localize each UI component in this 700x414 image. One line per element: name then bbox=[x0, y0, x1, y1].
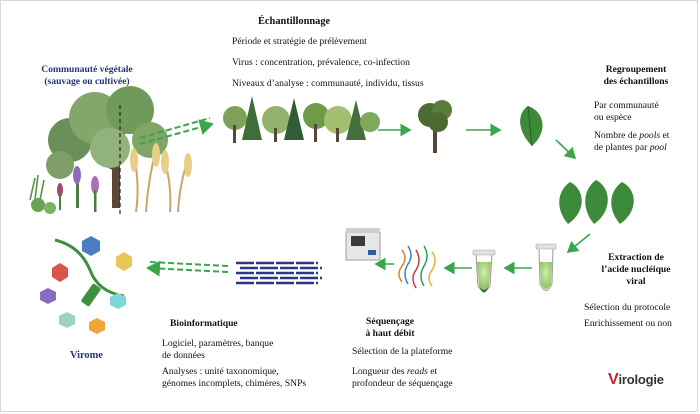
logo-letter: V bbox=[608, 371, 619, 388]
pooling-text2-line2-em: pool bbox=[649, 142, 667, 153]
single-tree-illustration bbox=[418, 100, 452, 153]
sequencing-text2: Longueur des reads et profondeur de séqu… bbox=[352, 366, 453, 390]
dashed-arrow-to-sampling bbox=[139, 117, 214, 145]
pooling-title-line2: des échantillons bbox=[603, 76, 669, 87]
bioinfo-text1-line2: de données bbox=[162, 350, 205, 361]
bioinfo-text1-line1: Logiciel, paramètres, banque bbox=[162, 338, 274, 349]
sequencing-title-line2: à haut débit bbox=[365, 328, 415, 339]
three-leaves-illustration bbox=[559, 180, 634, 224]
extraction-title-line2: l’acide nucléique bbox=[601, 264, 671, 275]
virome-illustration bbox=[40, 236, 132, 334]
extraction-text2: Enrichissement ou non bbox=[584, 318, 672, 329]
pooling-text1-line1: Par communauté bbox=[594, 100, 659, 111]
community-title-line1: Communauté végétale bbox=[41, 64, 133, 75]
pooling-text2-pre: Nombre de bbox=[594, 130, 640, 141]
sampling-line1: Période et stratégie de prélèvement bbox=[232, 36, 367, 47]
pooling-text1: Par communauté ou espèce bbox=[594, 100, 659, 124]
bioinfo-text2-line1: Analyses : unité taxonomique, bbox=[162, 366, 279, 377]
dna-reads-illustration bbox=[398, 245, 436, 289]
extraction-title: Extraction de l’acide nucléique viral bbox=[584, 252, 688, 288]
bioinfo-text1: Logiciel, paramètres, banque de données bbox=[162, 338, 273, 362]
pooling-text2-post: et bbox=[660, 130, 670, 141]
pooling-text1-line2: ou espèce bbox=[594, 112, 632, 123]
sampling-line2: Virus : concentration, prévalence, co-in… bbox=[232, 57, 410, 68]
community-title: Communauté végétale (sauvage ou cultivée… bbox=[22, 64, 152, 88]
virologie-logo: Virologie bbox=[608, 371, 664, 389]
extraction-title-line3: viral bbox=[626, 276, 646, 287]
sequencing-text2-post: et bbox=[427, 366, 438, 377]
leaf-illustration bbox=[520, 105, 543, 147]
bioinfo-title: Bioinformatique bbox=[170, 318, 238, 329]
community-title-line2: (sauvage ou cultivée) bbox=[44, 76, 130, 87]
bioinfo-text2: Analyses : unité taxonomique, génomes in… bbox=[162, 366, 306, 390]
sequencing-title-line1: Séquençage bbox=[366, 316, 414, 327]
sequencer-illustration bbox=[345, 228, 381, 261]
sequencing-text2-line2: profondeur de séquençage bbox=[352, 378, 453, 389]
pooling-title: Regroupement des échantillons bbox=[588, 64, 684, 88]
dashed-arrow-to-virome bbox=[146, 260, 229, 277]
sampling-title: Échantillonnage bbox=[258, 16, 331, 27]
logo-rest: irologie bbox=[618, 372, 664, 387]
flow-arrows bbox=[374, 123, 591, 275]
pooling-text2-line2-pre: de plantes par bbox=[594, 142, 650, 153]
sampling-line3: Niveaux d’analyse : communauté, individu… bbox=[232, 78, 424, 89]
pooling-text2: Nombre de pools et de plantes par pool bbox=[594, 130, 669, 154]
sequencing-title: Séquençage à haut débit bbox=[350, 316, 430, 340]
pooling-text2-em: pools bbox=[639, 130, 661, 141]
extraction-text1: Sélection du protocole bbox=[584, 302, 671, 313]
extraction-title-line1: Extraction de bbox=[608, 252, 664, 263]
reads-lines-illustration bbox=[236, 261, 322, 285]
sequencing-text2-pre: Longueur des bbox=[352, 366, 407, 377]
sequencing-text2-em: reads bbox=[406, 366, 428, 377]
plant-community-illustration bbox=[29, 86, 192, 215]
pooling-text2-line2: de plantes par pool bbox=[594, 142, 669, 154]
sequencing-text1: Sélection de la plateforme bbox=[352, 346, 453, 357]
tube-illustration-1 bbox=[535, 243, 557, 291]
pooling-title-line1: Regroupement bbox=[605, 64, 667, 75]
pooling-text2-line1: Nombre de pools et bbox=[594, 130, 669, 142]
sequencing-text2-line1: Longueur des reads et bbox=[352, 366, 453, 378]
bioinfo-text2-line2: génomes incomplets, chimères, SNPs bbox=[162, 378, 307, 389]
forest-illustration bbox=[223, 96, 380, 143]
tube-illustration-2 bbox=[472, 249, 496, 293]
virome-label: Virome bbox=[70, 350, 103, 361]
